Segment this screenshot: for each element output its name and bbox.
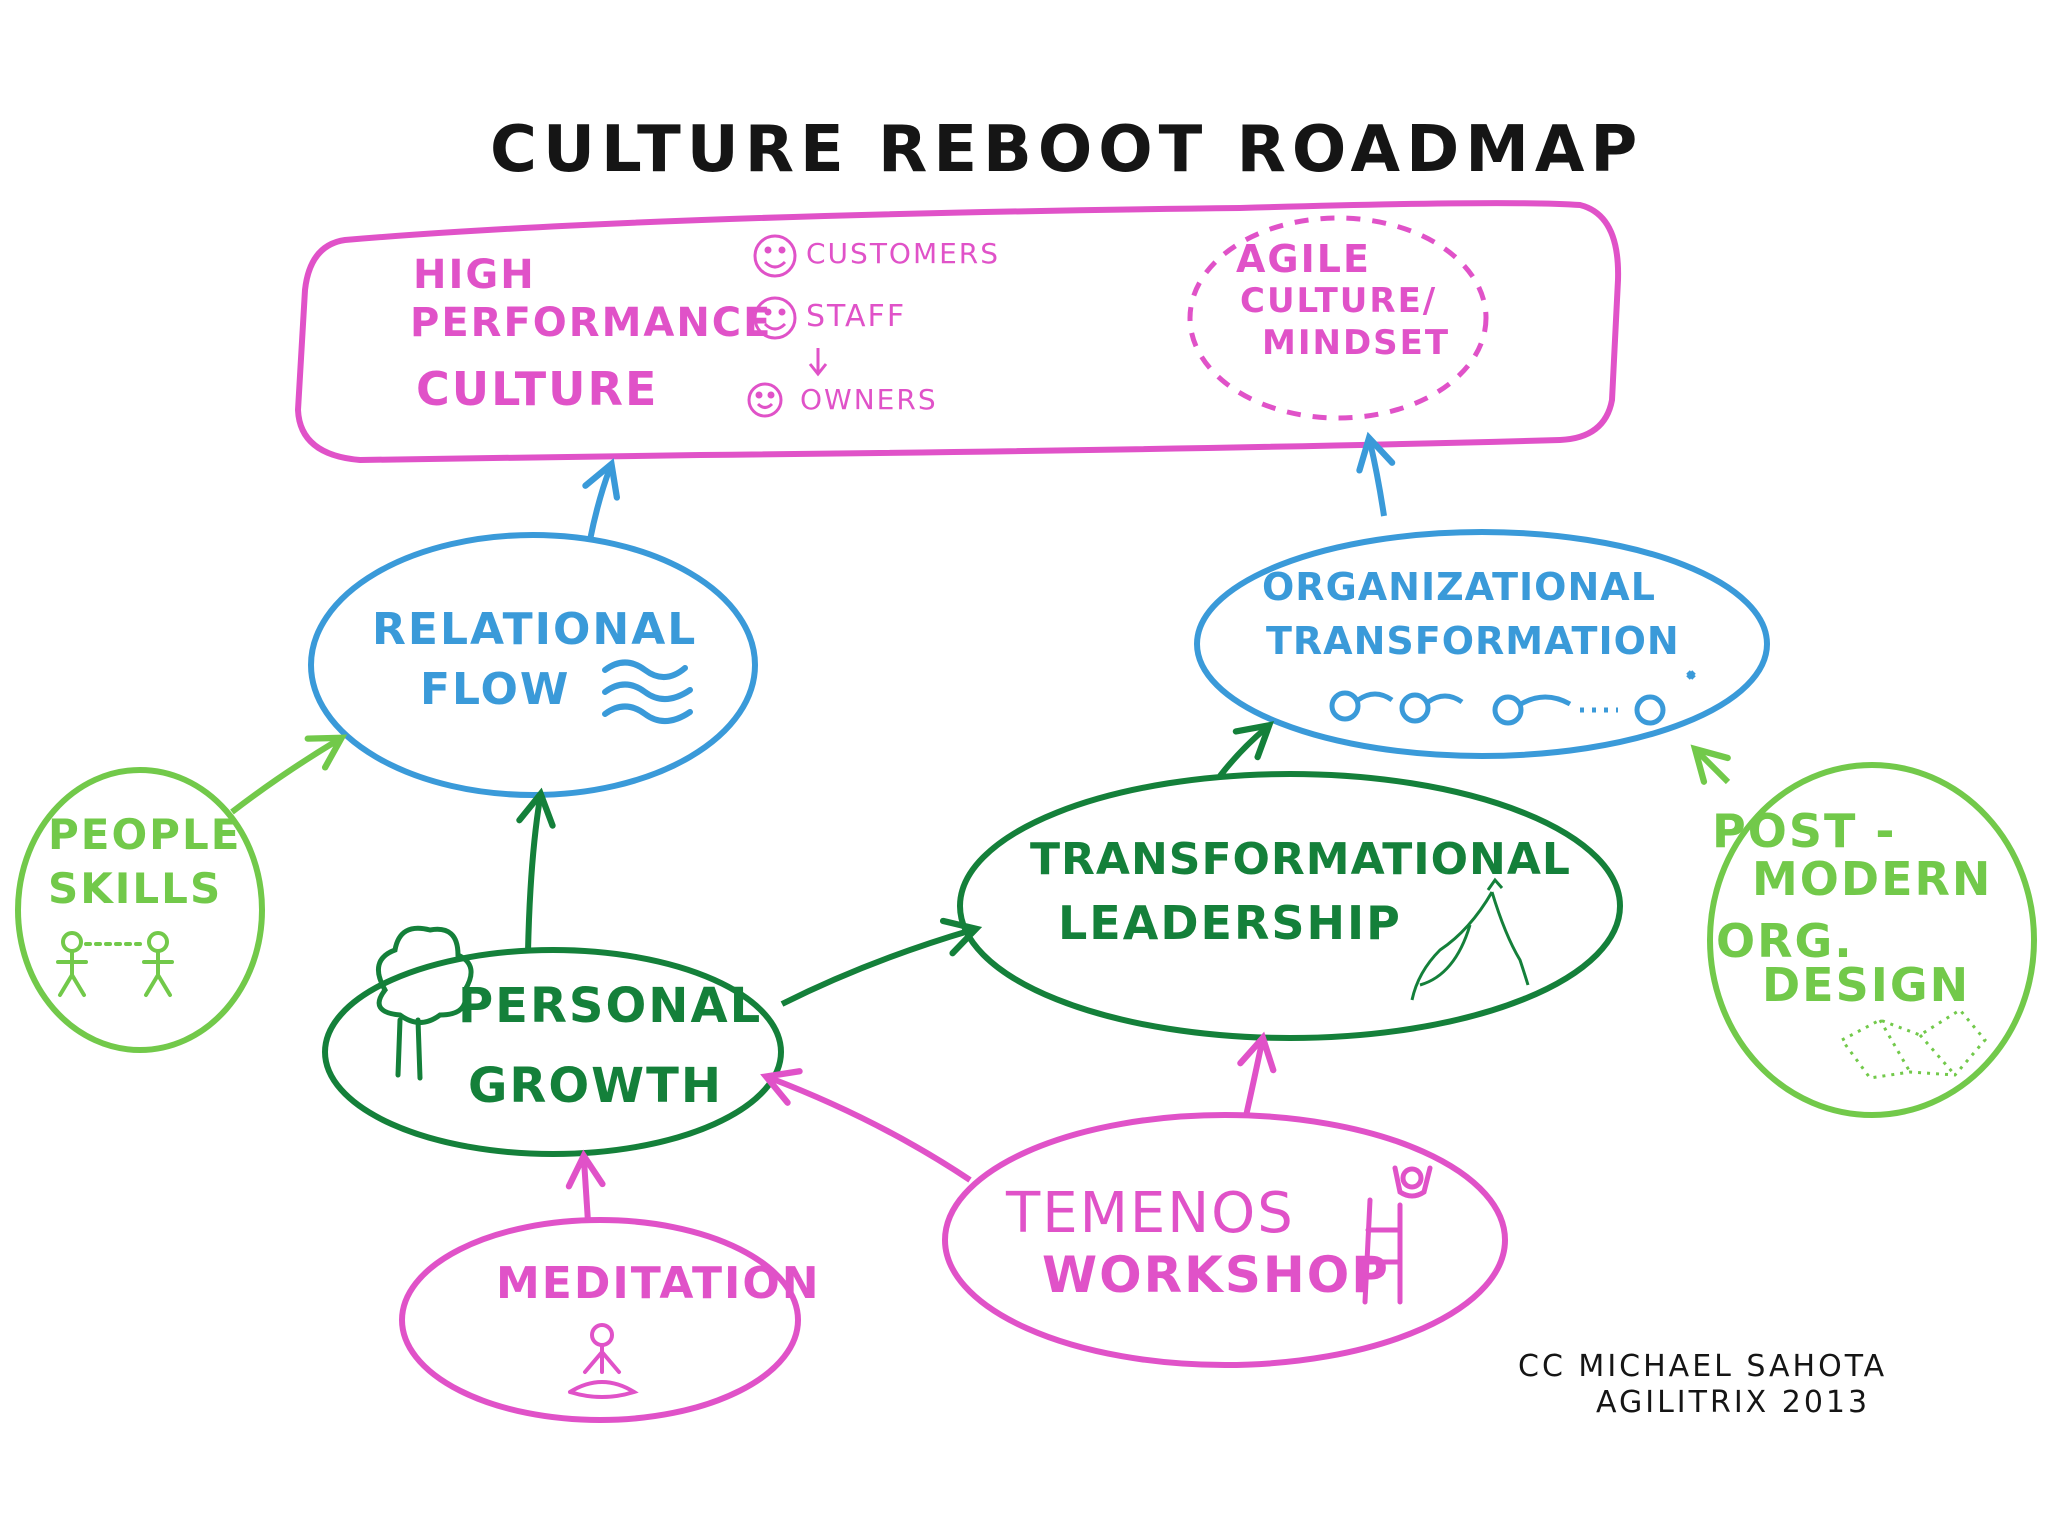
org-transformation-line-1: Organizational [1262,568,1656,606]
meditation-figure-icon [570,1325,634,1397]
stakeholder-staff: Staff [806,302,906,332]
agile-line-2: Culture/ [1240,284,1437,318]
stakeholder-owners: Owners [800,386,938,414]
arrow-leadership-to-org-transformation [1220,728,1266,776]
customers-smiley-icon [755,236,795,276]
agile-line-3: Mindset [1262,326,1450,360]
people-figures-icon [58,933,172,995]
owners-smiley-icon [749,384,781,416]
credit-line-2: Agilitrix 2013 [1596,1388,1870,1418]
personal-growth-line-1: Personal [458,982,762,1030]
diagram-title: Culture Reboot Roadmap [490,118,1643,182]
relational-flow-line-1: Relational [372,608,697,652]
relational-flow-line-2: Flow [420,668,570,712]
postmodern-line-2: Modern [1752,856,1992,902]
personal-growth-line-2: Growth [468,1062,723,1110]
org-transformation-line-2: Transformation [1266,622,1680,660]
people-skills-line-1: People [48,814,241,856]
down-arrow-icon [810,348,826,374]
people-skills-line-2: Skills [48,868,222,910]
arrow-org-transformation-to-goal [1370,442,1384,516]
journey-loops-icon [1332,672,1694,723]
temenos-line-2: Workshop [1042,1250,1390,1300]
agile-line-1: Agile [1236,240,1371,278]
climbing-figure-icon [1412,880,1528,1000]
arrow-meditation-to-personal-growth [584,1160,588,1222]
meditation-label: Meditation [496,1262,821,1306]
goal-line-3: Culture [416,366,658,412]
network-constellation-icon [1842,1010,1985,1078]
arrow-personal-growth-to-leadership [782,930,972,1004]
postmodern-line-4: Design [1762,962,1970,1008]
temenos-line-1: Temenos [1006,1186,1295,1242]
stakeholder-customers: Customers [806,240,1000,268]
arrow-temenos-to-leadership [1246,1042,1262,1116]
arrow-postmodern-to-org-transformation [1698,752,1728,782]
credit-line-1: CC Michael Sahota [1518,1352,1887,1382]
leadership-line-1: Transformational [1030,838,1571,882]
arrow-personal-growth-to-relational-flow [528,798,540,952]
goal-line-2: Performance [410,303,773,343]
goal-line-1: High [413,255,536,295]
meditation-node [402,1220,798,1420]
waves-icon [605,663,690,722]
arrow-relational-flow-to-goal [590,468,610,540]
leadership-line-2: Leadership [1058,900,1402,946]
arrow-temenos-to-personal-growth [770,1078,970,1180]
arrow-people-skills-to-relational-flow [232,740,338,812]
postmodern-line-1: Post - [1712,808,1896,854]
